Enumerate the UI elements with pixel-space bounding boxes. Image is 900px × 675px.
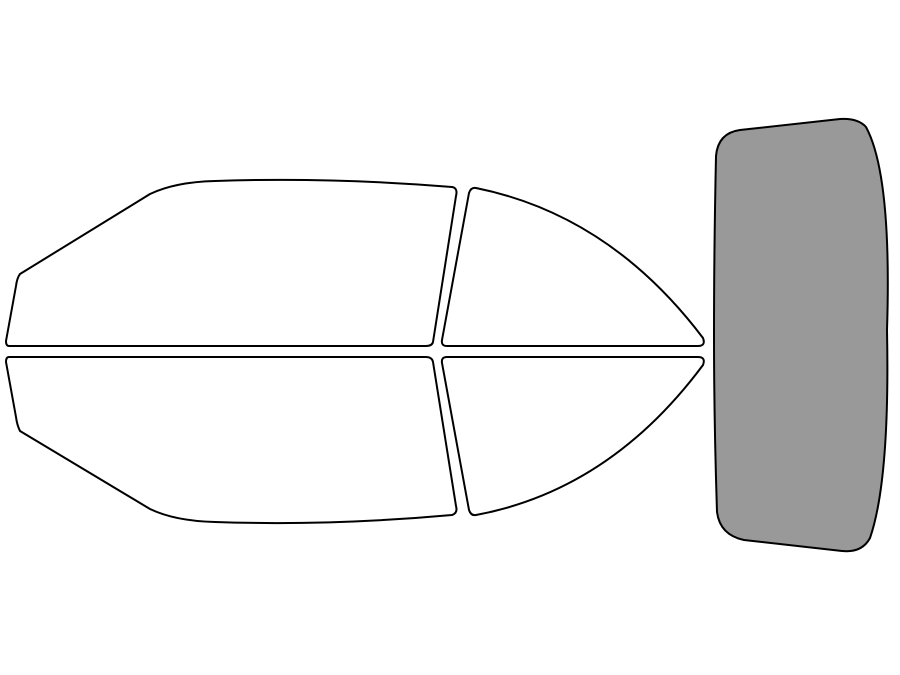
front-side-window-passenger[interactable] xyxy=(5,356,458,525)
rear-side-window-passenger[interactable] xyxy=(440,356,705,517)
front-side-window-driver[interactable] xyxy=(5,178,458,347)
rear-windshield[interactable] xyxy=(713,117,889,553)
rear-side-window-driver[interactable] xyxy=(440,186,705,347)
